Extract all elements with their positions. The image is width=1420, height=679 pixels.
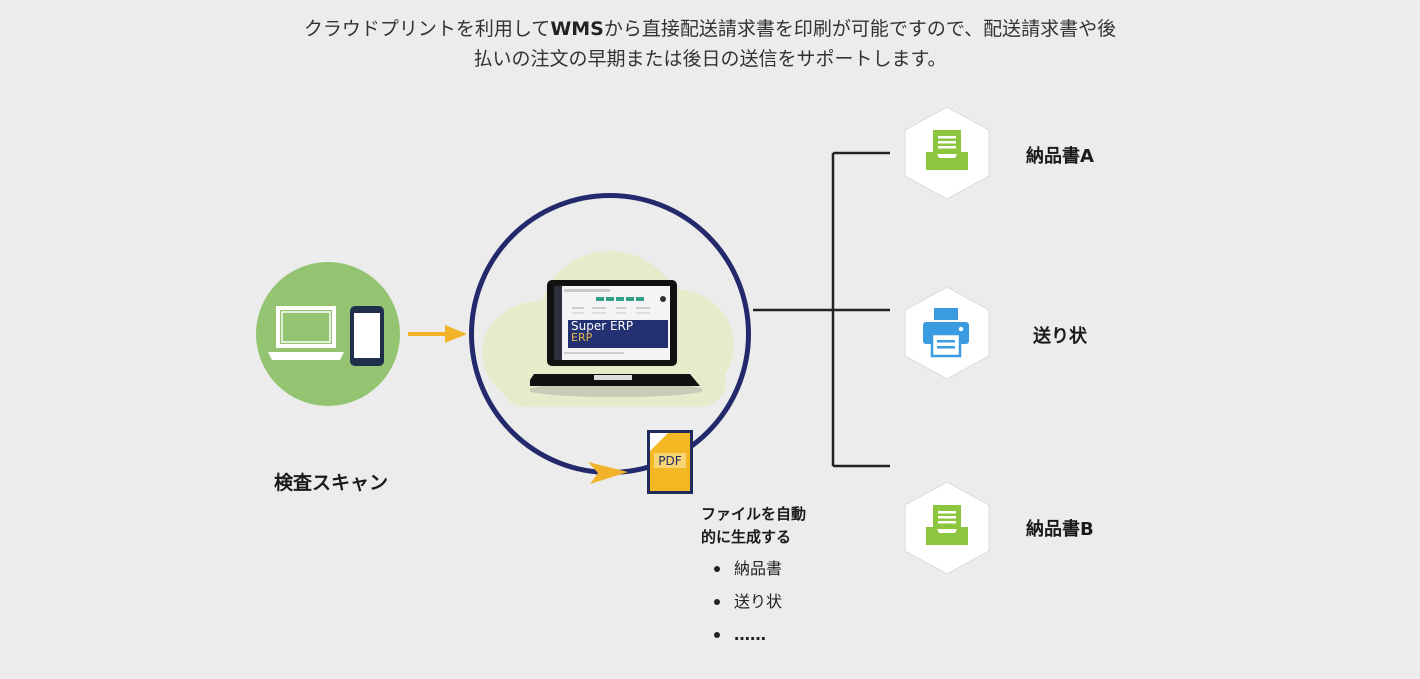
generated-file-list: 納品書 送り状 …… [712, 556, 782, 655]
branch-connector [753, 151, 890, 468]
header-description: クラウドプリントを利用してWMSから直接配送請求書を印刷が可能ですので、配送請求… [0, 14, 1420, 74]
laptop-phone-icon [268, 306, 384, 366]
scan-label: 検査スキャン [274, 472, 389, 494]
list-item: 納品書 [712, 556, 782, 589]
header-line-1: クラウドプリントを利用してWMSから直接配送請求書を印刷が可能ですので、配送請求… [303, 18, 1117, 40]
file-text-line-1: ファイルを自動 [701, 505, 807, 523]
erp-title-sub: ERP [571, 331, 593, 344]
erp-screen-title: Super ERP ERP [571, 320, 667, 350]
printer-icon [923, 308, 969, 358]
erp-title-main: Super ERP [571, 320, 634, 333]
file-text-line-2: 的に生成する [701, 528, 792, 546]
arrow-right-icon [408, 325, 467, 343]
list-item: 送り状 [712, 589, 782, 622]
tray-document-icon [926, 505, 968, 545]
output-label-2: 送り状 [1033, 326, 1087, 347]
output-label-1: 納品書A [1026, 146, 1094, 167]
erp-laptop-icon [530, 280, 702, 397]
file-generation-text: ファイルを自動 的に生成する [701, 503, 806, 549]
tray-document-icon [926, 130, 968, 170]
output-label-3: 納品書B [1026, 519, 1094, 540]
header-line-2: 払いの注文の早期または後日の送信をサポートします。 [473, 48, 947, 70]
list-item: …… [712, 622, 782, 655]
pdf-label: PDF [658, 454, 682, 468]
cycle-arrow-icon [588, 462, 628, 484]
pdf-file-icon [647, 430, 693, 494]
